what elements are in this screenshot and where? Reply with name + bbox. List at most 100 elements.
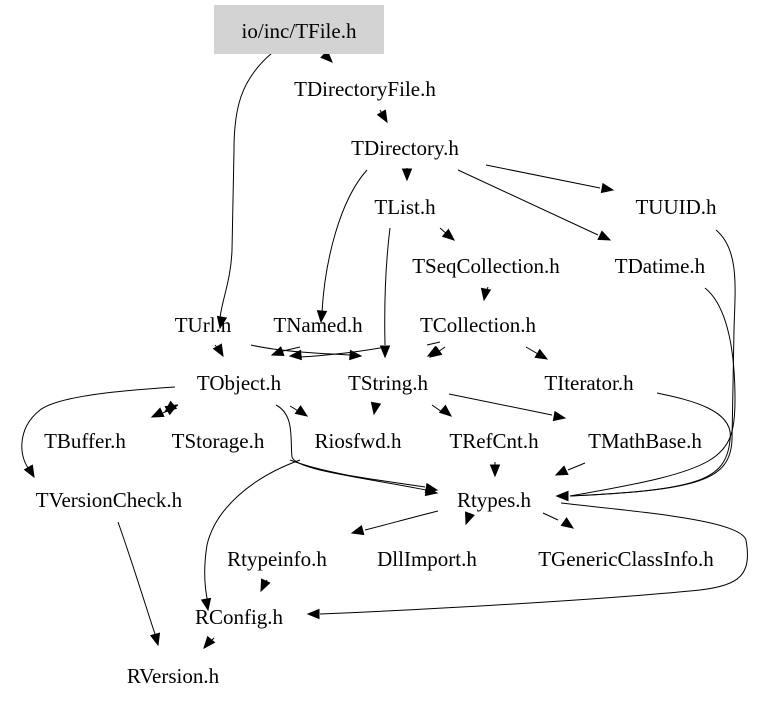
node-tdirectoryfile[interactable]: TDirectoryFile.h: [294, 77, 436, 101]
arrowhead-icon: [150, 407, 165, 418]
edge-line: [426, 341, 441, 346]
edge-line: [321, 169, 368, 313]
node-tfile[interactable]: io/inc/TFile.h: [214, 5, 384, 54]
edge-rtypes-to-tgenericclassinfo: [542, 512, 575, 529]
node-rtypes[interactable]: Rtypes.h: [457, 488, 532, 512]
node-label: DllImport.h: [377, 547, 477, 571]
node-tuuid[interactable]: TUUID.h: [635, 195, 717, 219]
edge-turl-to-tobject: [212, 343, 224, 358]
node-tstorage[interactable]: TStorage.h: [172, 429, 265, 453]
arrowhead-icon: [288, 349, 302, 361]
node-tcollection[interactable]: TCollection.h: [420, 313, 537, 337]
node-label: RVersion.h: [127, 664, 220, 688]
node-label: TUrl.h: [175, 313, 232, 337]
edges-layer: [21, 50, 748, 650]
node-label: TDatime.h: [615, 254, 706, 278]
nodes-layer: io/inc/TFile.hTDirectoryFile.hTDirectory…: [36, 5, 717, 688]
edge-tcollection-to-titerator: [525, 346, 549, 360]
node-label: TDirectory.h: [351, 136, 459, 160]
arrowhead-icon: [597, 230, 612, 241]
arrowhead-icon: [203, 635, 216, 650]
node-riosfwd[interactable]: Riosfwd.h: [315, 429, 402, 453]
node-tversioncheck[interactable]: TVersionCheck.h: [36, 488, 183, 512]
edge-line: [567, 462, 586, 471]
node-turl[interactable]: TUrl.h: [175, 313, 232, 337]
edge-tdirectory-to-tdatime: [457, 169, 612, 241]
node-dllimport[interactable]: DllImport.h: [377, 547, 477, 571]
arrowhead-icon: [554, 465, 569, 476]
edge-tnamed-to-tstring: [270, 346, 301, 356]
edge-line: [157, 409, 169, 417]
arrowhead-icon: [376, 109, 388, 124]
node-label: TIterator.h: [544, 371, 634, 395]
edge-rtypes-to-dllimport: [465, 511, 475, 526]
arrowhead-icon: [350, 524, 365, 536]
node-label: TNamed.h: [273, 313, 363, 337]
edge-line: [219, 52, 273, 319]
edge-tdirectory-to-tuuid: [485, 164, 615, 194]
edge-line: [289, 459, 426, 488]
node-label: TSeqCollection.h: [412, 254, 560, 278]
arrowhead-icon: [489, 464, 501, 478]
edge-line: [485, 164, 601, 189]
arrowhead-icon: [23, 464, 35, 479]
arrowhead-icon: [320, 50, 333, 63]
edge-tobject-to-riosfwd: [289, 405, 309, 417]
edge-line: [299, 346, 386, 358]
node-rversion[interactable]: RVersion.h: [127, 664, 220, 688]
edge-line: [457, 169, 599, 236]
edge-tdirectory-to-tlist: [401, 168, 413, 182]
arrowhead-icon: [216, 315, 228, 330]
edge-tlist-to-tstring: [379, 227, 391, 359]
edge-line: [204, 459, 301, 604]
node-label: TGenericClassInfo.h: [538, 547, 714, 571]
node-rtypeinfo[interactable]: Rtypeinfo.h: [227, 547, 327, 571]
edge-tmathbase-to-rtypes: [554, 462, 586, 476]
node-tgenericclassinfo[interactable]: TGenericClassInfo.h: [538, 547, 714, 571]
edge-line: [275, 404, 427, 491]
node-tstring[interactable]: TString.h: [348, 371, 428, 395]
arrowhead-icon: [424, 482, 439, 494]
node-trefcnt[interactable]: TRefCnt.h: [449, 429, 539, 453]
node-tobject[interactable]: TObject.h: [197, 371, 282, 395]
node-tbuffer[interactable]: TBuffer.h: [44, 429, 126, 453]
edge-line: [384, 227, 391, 346]
edge-rtypes-to-rconfig: [306, 502, 748, 620]
arrowhead-icon: [555, 490, 569, 502]
arrowhead-icon: [480, 287, 492, 302]
arrowhead-icon: [164, 404, 179, 416]
node-label: TObject.h: [197, 371, 282, 395]
arrowhead-icon: [401, 168, 413, 182]
node-tdatime[interactable]: TDatime.h: [615, 254, 706, 278]
node-tseqcollection[interactable]: TSeqCollection.h: [412, 254, 560, 278]
arrowhead-icon: [270, 346, 285, 356]
node-tmathbase[interactable]: TMathBase.h: [588, 429, 702, 453]
node-label: TList.h: [374, 195, 436, 219]
root-node-box: [214, 5, 384, 54]
edge-tstring-to-rtypes: [289, 459, 439, 494]
edge-line: [319, 502, 748, 615]
node-label: Rtypes.h: [457, 488, 532, 512]
edge-rconfig-to-rversion: [203, 635, 216, 650]
edge-tobject-to-rconfig: [200, 459, 301, 612]
edge-trefcnt-to-rtypes: [489, 462, 501, 478]
edge-tversioncheck-to-rversion: [117, 521, 161, 647]
node-tdirectory[interactable]: TDirectory.h: [351, 136, 459, 160]
node-rconfig[interactable]: RConfig.h: [195, 605, 284, 629]
arrowhead-icon: [441, 228, 456, 241]
node-label: TMathBase.h: [588, 429, 702, 453]
arrowhead-icon: [379, 345, 391, 359]
node-label: TBuffer.h: [44, 429, 126, 453]
edge-line: [364, 510, 439, 531]
arrowhead-icon: [465, 511, 475, 526]
arrowhead-icon: [438, 404, 453, 417]
edge-rtypeinfo-to-rconfig: [260, 578, 271, 593]
node-titerator[interactable]: TIterator.h: [544, 371, 634, 395]
edge-tseqcollection-to-tcollection: [480, 286, 492, 302]
node-label: TStorage.h: [172, 429, 265, 453]
node-label: Riosfwd.h: [315, 429, 402, 453]
node-label: TRefCnt.h: [449, 429, 539, 453]
node-tnamed[interactable]: TNamed.h: [273, 313, 363, 337]
node-tlist[interactable]: TList.h: [374, 195, 436, 219]
